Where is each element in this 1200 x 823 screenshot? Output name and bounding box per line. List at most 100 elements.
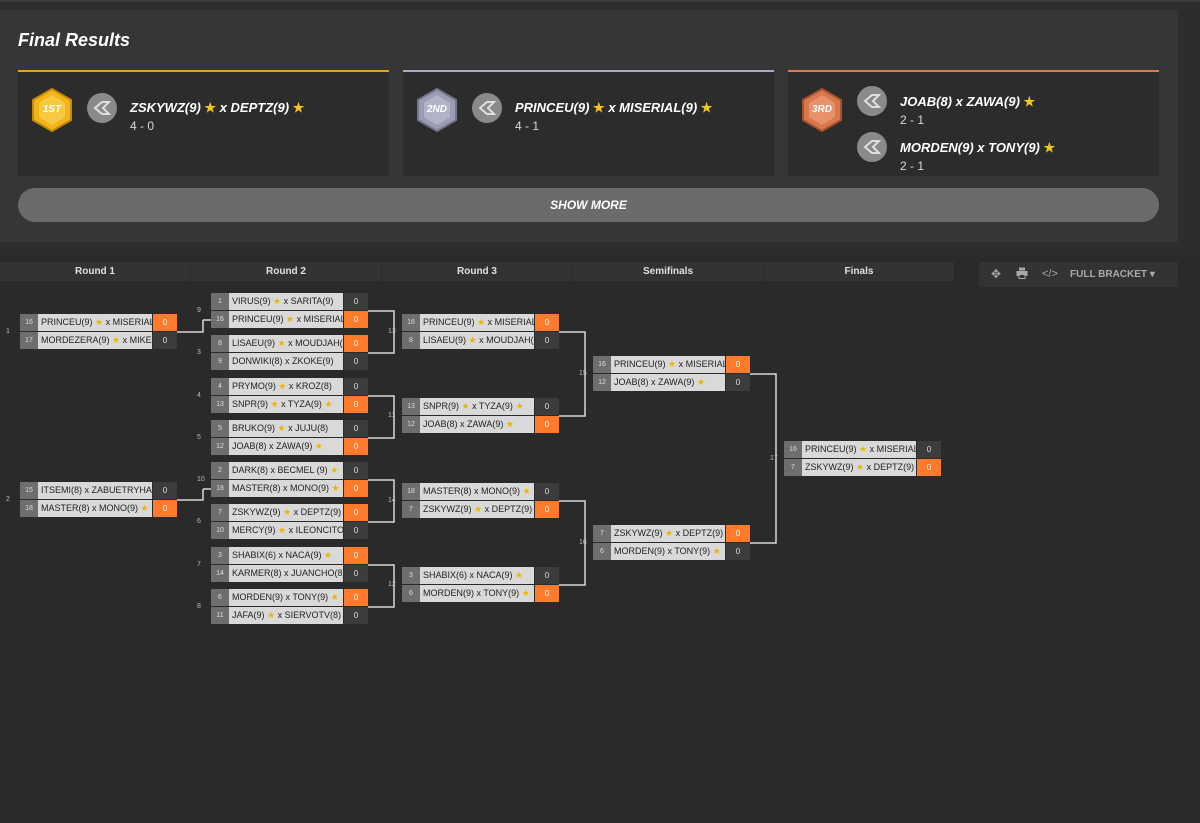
team-name: MORDEZERA(9) ★ x MIKE(9)	[38, 332, 152, 349]
first-place-accent-bar	[18, 70, 389, 72]
star-icon: ★	[314, 441, 323, 451]
round-header-3: Round 3	[382, 262, 572, 281]
print-icon[interactable]	[1015, 267, 1029, 281]
connector-line	[750, 373, 777, 459]
move-icon[interactable]: ✥	[990, 267, 1002, 281]
team-seed: 13	[211, 396, 229, 413]
embed-code-icon[interactable]: </>	[1042, 268, 1058, 280]
connector-line	[368, 479, 395, 501]
star-icon: ★	[331, 483, 340, 493]
full-bracket-dropdown[interactable]: FULL BRACKET ▾	[1070, 262, 1155, 287]
match-number: 2	[6, 496, 10, 503]
team-seed: 7	[784, 459, 802, 476]
team-score: 0	[535, 567, 559, 584]
first-place-medal-icon: 1ST	[29, 87, 75, 133]
match-number: 11	[388, 412, 396, 419]
team-score: 0	[535, 398, 559, 415]
team-name: MERCY(9) ★ x ILEONCITO(8)	[229, 522, 343, 539]
team-player-b: x MISERIAL(9)	[608, 100, 698, 115]
team-score: 0	[535, 501, 559, 518]
star-icon: ★	[474, 504, 483, 514]
match-number: 14	[388, 497, 396, 504]
team-name: PRINCEU(9) ★ x MISERIAL(9)	[229, 311, 343, 328]
team-score: 0	[344, 589, 368, 606]
team-name: SHABIX(6) x NACA(9) ★	[420, 567, 534, 584]
star-icon: ★	[277, 338, 286, 348]
team-name: ZSKYWZ(9) ★ x DEPTZ(9)	[802, 459, 916, 476]
team-seed: 7	[211, 504, 229, 521]
team-score: 0	[344, 522, 368, 539]
star-icon: ★	[859, 444, 868, 454]
team-score: 0	[153, 314, 177, 331]
team-seed: 6	[593, 543, 611, 560]
team-score: 0	[344, 504, 368, 521]
match-number: 7	[197, 561, 201, 568]
star-icon: ★	[521, 588, 530, 598]
team-name: MORDEN(9) x TONY(9) ★	[229, 589, 343, 606]
connector-line	[559, 331, 586, 374]
team-seed: 5	[211, 420, 229, 437]
team-name: DONWIKI(8) x ZKOKE(9)	[229, 353, 343, 370]
show-more-button[interactable]: SHOW MORE	[18, 188, 1159, 222]
connector-line	[559, 543, 586, 586]
match-number: 8	[197, 603, 201, 610]
team-player-b: x DEPTZ(9)	[219, 100, 290, 115]
team-seed: 10	[211, 522, 229, 539]
round-header-1: Round 1	[0, 262, 190, 281]
star-icon: ★	[856, 462, 865, 472]
team-player-a: ZSKYWZ(9)	[130, 100, 201, 115]
star-icon: ★	[696, 377, 705, 387]
